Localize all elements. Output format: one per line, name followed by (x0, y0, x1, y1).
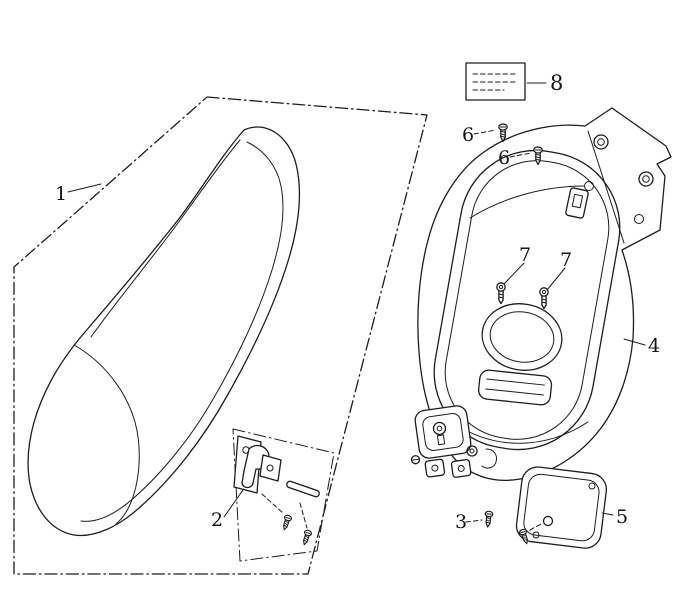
striker-pin (286, 480, 320, 498)
latch-housing-outline (414, 405, 472, 459)
bolt-part-7a (496, 282, 506, 305)
sticker-outline (465, 62, 526, 101)
hinge-bolt-slot (412, 458, 419, 461)
leader-line-6b (509, 152, 532, 158)
seat-outline (27, 126, 301, 537)
plate-hole-inner (642, 175, 650, 183)
callout-6a: 6 (462, 124, 474, 146)
pocket-line (486, 378, 545, 386)
luggage-box-part (410, 107, 672, 481)
leader-line-2 (223, 489, 244, 518)
label-sticker-part (465, 62, 526, 101)
latch-keyhole (432, 421, 447, 436)
latch-housing (414, 405, 472, 459)
callout-3: 3 (455, 511, 467, 533)
box-opening-rim-inner (444, 160, 610, 440)
seat-nose-seam (73, 344, 140, 525)
mounting-plate (584, 130, 654, 244)
box-front-wall-line (469, 185, 585, 219)
striker-roller-inner (469, 448, 475, 454)
plate-hole-small (584, 181, 594, 191)
bolt-part-7b (539, 287, 549, 310)
plate-hole (638, 171, 654, 187)
cover-hole (532, 531, 540, 539)
screw-part-3 (483, 510, 494, 528)
leader-line-3 (465, 519, 483, 523)
latch-key-slot (436, 434, 446, 446)
plate-hole-inner (597, 138, 605, 146)
lock-assembly-boundary (232, 428, 335, 562)
lock-screw (300, 528, 313, 547)
cover-screw-leader (529, 522, 544, 531)
callout-5: 5 (616, 506, 628, 528)
screw-part-6b (533, 146, 543, 166)
plate-fold-line (587, 130, 625, 244)
cover-latch-knob (542, 515, 554, 527)
striker-hook (481, 448, 497, 469)
pocket-line (485, 388, 544, 396)
hinge-lug (450, 459, 472, 478)
catch-tab-slot (571, 193, 584, 209)
callout-7b: 7 (560, 249, 572, 271)
latch-housing-inner (422, 413, 464, 451)
callout-2: 2 (211, 509, 223, 531)
box-floor-recess (481, 303, 563, 371)
leader-lines (67, 82, 646, 523)
leader-line-4 (623, 338, 646, 346)
plate-hole-small (634, 214, 644, 224)
lock-small-plate-hole (266, 464, 274, 472)
lock-screw (280, 513, 293, 532)
lock-screw-leader (261, 493, 285, 515)
leader-line-1 (67, 183, 102, 193)
cover-part (515, 466, 608, 549)
cover-outline (515, 466, 608, 549)
callout-6b: 6 (498, 147, 510, 169)
box-floor-pocket (477, 369, 553, 406)
leader-line-7b (546, 267, 566, 291)
seat-seam-right (80, 141, 284, 522)
callout-7a: 7 (519, 244, 531, 266)
seat-seam-left (90, 139, 241, 338)
pocket-outline (477, 369, 553, 406)
leader-line-6a (473, 129, 497, 135)
callout-labels: 1 2 3 4 5 6 6 7 7 8 (55, 71, 660, 533)
hinge-catch-tab (565, 187, 589, 219)
leader-line-7a (503, 262, 525, 285)
hinge-lug (424, 458, 446, 478)
lock-small-plate (259, 454, 282, 482)
seat-part (27, 126, 301, 537)
leader-line-5 (601, 512, 614, 516)
callout-1: 1 (55, 183, 67, 205)
box-floor-recess-inner (489, 311, 555, 363)
callout-8: 8 (550, 71, 563, 95)
striker-roller (466, 445, 478, 457)
group-boundary-outline (13, 96, 428, 575)
callout-4: 4 (648, 335, 660, 357)
hinge-lug-hole (457, 464, 465, 472)
lock-assembly-part (232, 428, 335, 562)
cover-inner-line (523, 473, 600, 542)
luggage-box-outline (417, 107, 672, 481)
hinge-lugs (410, 455, 472, 478)
hinge-lug-hole (431, 464, 439, 472)
box-opening-rim (433, 149, 621, 451)
cover-hole (588, 482, 596, 490)
plate-hole (593, 134, 609, 150)
catch-tab-body (565, 187, 589, 219)
lock-screw-leader (299, 502, 308, 529)
latch-keyhole-inner (436, 425, 443, 432)
